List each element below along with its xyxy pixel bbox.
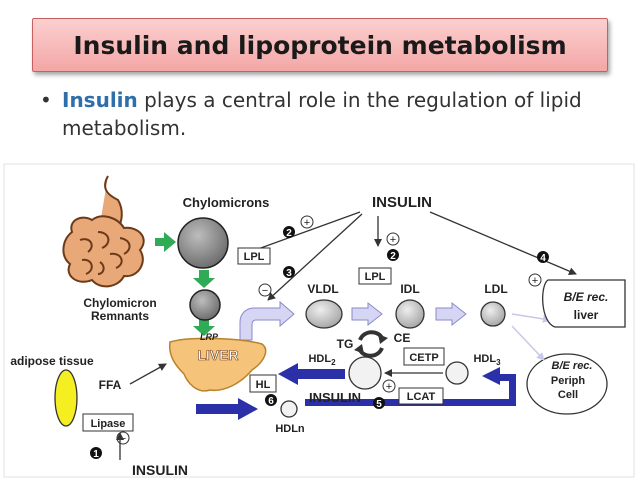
label-insulin-bottom: INSULIN [132,462,188,478]
step-6-badge: 6 [265,394,277,407]
label-hl: HL [256,379,271,391]
label-insulin-mid: INSULIN [309,390,361,405]
title-box: Insulin and lipoprotein metabolism [32,18,608,72]
arrow-liver-to-vldl [239,300,295,341]
adipose-cell [54,369,78,427]
intestine-icon [62,175,145,288]
green-arrow-down-1 [193,270,215,288]
step-3-badge: 3 [283,266,295,279]
be-rec-liver-box [542,279,626,328]
lcat-box [398,387,444,405]
svg-text:+: + [532,275,538,287]
label-be-rec-liver-2: liver [574,308,599,322]
label-lcat: LCAT [407,391,436,403]
hdl3-particle [445,361,469,385]
minus-sign-1: − [258,283,272,297]
label-hdln: HDLn [275,423,305,435]
label-cetp: CETP [409,352,438,364]
hdl2-particle [348,356,382,390]
label-be-rec-liver-1: B/E rec. [564,290,609,304]
svg-text:6: 6 [268,396,274,407]
cetp-box [403,347,445,366]
plus-sign-3: + [528,273,542,287]
label-adipose: adipose tissue [10,354,94,368]
label-be-rec-periph-1: B/E rec. [552,360,593,372]
lpl-box-1 [237,247,271,265]
arrow-insulin-to-be-rec [429,211,577,275]
label-lpl-1: LPL [244,251,265,263]
bullet-text: Insulin plays a central role in the regu… [62,86,610,142]
label-ce: CE [394,331,411,345]
exchange-icon [354,330,388,358]
label-lrp: LRP [200,332,219,342]
ldl-particle [480,301,506,327]
hl-box [249,374,277,393]
plus-sign-2: + [386,232,400,246]
liver-shape [168,337,267,392]
label-lpl-2: LPL [365,271,386,283]
arrow-insulin-to-lpl [243,211,361,256]
blue-arrow-hdln-to-hdl3 [305,367,516,406]
label-hdl2: HDL2 [308,353,336,367]
bullet-keyword: Insulin [62,88,138,112]
label-chylomicron-2: Remnants [91,309,149,323]
label-chylomicron-1: Chylomicron [83,296,156,310]
svg-text:2: 2 [286,228,292,239]
be-rec-periph-cell [526,353,608,415]
svg-text:5: 5 [376,399,382,410]
step-5-badge: 5 [373,397,385,410]
label-ffa: FFA [99,378,122,392]
svg-text:2: 2 [390,251,396,262]
hdln-particle [280,400,298,418]
chylomicron-particle [177,217,229,269]
step-2-badge-a: 2 [283,226,295,239]
bullet-dot: • [40,88,52,112]
idl-particle [395,299,425,329]
svg-text:−: − [262,285,268,297]
svg-text:1: 1 [93,449,99,460]
svg-text:+: + [386,381,392,393]
bullet-rest: plays a central role in the regulation o… [62,88,582,140]
label-hdl3: HDL3 [473,353,501,367]
step-1-badge: 1 [90,447,102,460]
svg-text:+: + [304,217,310,229]
svg-text:4: 4 [540,253,546,264]
label-tg: TG [337,337,354,351]
plus-sign-4: + [382,379,396,393]
vldl-particle [305,299,343,329]
bullet-point: • Insulin plays a central role in the re… [40,86,610,142]
label-lipase: Lipase [91,418,126,430]
green-arrow-down-2 [193,319,215,336]
label-idl: IDL [400,282,419,296]
page-title: Insulin and lipoprotein metabolism [73,30,567,60]
arrow-ffa-to-liver [129,363,167,385]
label-be-rec-periph-2: Periph [551,375,586,387]
arrow-ldl-to-periph [511,325,545,361]
step-4-badge: 4 [537,251,549,264]
label-be-rec-periph-3: Cell [558,389,578,401]
arrow-insulin-to-liver [267,213,363,301]
green-arrow-right [155,232,176,252]
label-chylomicrons: Chylomicrons [183,195,270,210]
insulin-lipoprotein-diagram: Chylomicrons Chylomicron Remnants INSULI… [3,163,635,478]
blue-arrow-hdl2-to-liver [278,363,345,385]
label-liver: LIVER [197,347,238,363]
lipase-box [82,413,134,432]
svg-text:−: − [120,433,126,445]
label-vldl: VLDL [307,282,338,296]
arrow-ldl-to-be-rec [511,313,551,323]
svg-text:+: + [390,234,396,246]
svg-text:3: 3 [286,268,292,279]
label-insulin-top: INSULIN [372,194,432,211]
plus-sign-1: + [300,215,314,229]
label-ldl: LDL [484,282,507,296]
arrow-vldl-to-idl [351,301,383,327]
step-2-badge-b: 2 [387,249,399,262]
arrow-idl-to-ldl [435,301,467,327]
chylomicron-remnant-particle [189,289,221,321]
blue-arrow-liver-to-hdln [196,398,258,420]
lpl-box-2 [358,267,392,285]
